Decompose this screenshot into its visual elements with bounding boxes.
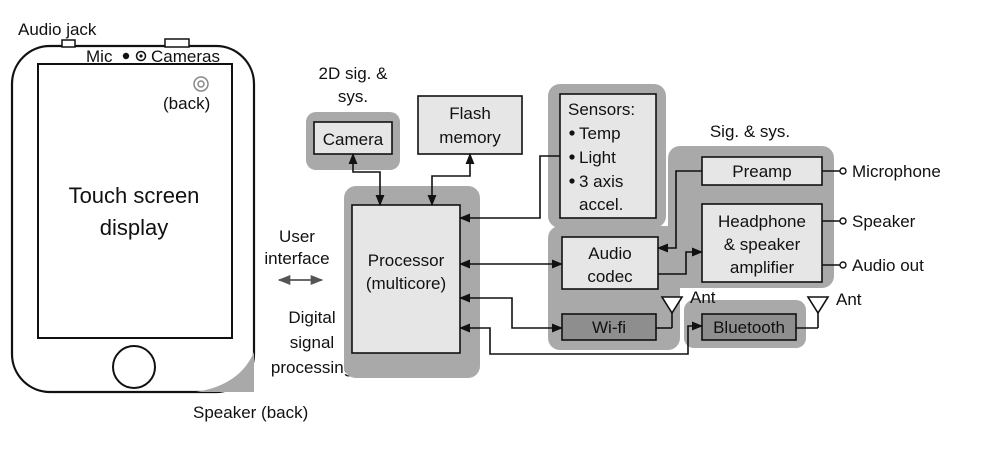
sensor-bullet-axis	[569, 178, 575, 184]
amplifier-block	[701, 203, 823, 283]
speaker-back-shape	[196, 352, 254, 392]
cameras-label: Cameras	[151, 47, 220, 66]
processor-label-2: (multicore)	[366, 274, 446, 293]
audio-codec-label-1: Audio	[588, 244, 631, 263]
amp-label-3: amplifier	[730, 258, 795, 277]
preamp-codec-link	[656, 170, 702, 253]
wifi-antenna-icon	[660, 296, 684, 315]
user-interface-label-1: User	[279, 227, 315, 246]
mic-label: Mic	[86, 47, 113, 66]
bluetooth-label: Bluetooth	[713, 318, 785, 337]
codec-amp-link	[658, 247, 704, 275]
dsp-label-3: processing	[271, 358, 353, 377]
flash-label-1: Flash	[449, 104, 491, 123]
dsp-label-1: Digital	[288, 308, 335, 327]
screen-label-line1: Touch screen	[69, 183, 200, 208]
sig2d-label-1: 2D sig. &	[319, 64, 389, 83]
dsp-label-2: signal	[290, 333, 334, 352]
top-button	[164, 38, 190, 48]
front-camera-icon-inner	[139, 54, 143, 58]
microphone-label: Microphone	[852, 162, 941, 181]
bt-antenna-icon	[806, 296, 830, 315]
speaker-back-label: Speaker (back)	[193, 403, 308, 422]
processor-label-1: Processor	[368, 251, 445, 270]
sensor-axis-2: accel.	[579, 195, 623, 214]
sig-sys-label: Sig. & sys.	[710, 122, 790, 141]
sensor-light: Light	[579, 148, 616, 167]
ant1-label: Ant	[690, 288, 716, 307]
home-button	[112, 345, 156, 389]
sensors-title: Sensors:	[568, 100, 635, 119]
audio-out-label: Audio out	[852, 256, 924, 275]
audio-codec-label-2: codec	[587, 267, 633, 286]
sensor-axis-1: 3 axis	[579, 172, 623, 191]
speaker-label: Speaker	[852, 212, 916, 231]
sig2d-label-2: sys.	[338, 87, 368, 106]
audio-jack-port	[61, 39, 76, 48]
bluetooth-block	[701, 313, 797, 341]
amp-label-2: & speaker	[724, 235, 801, 254]
sensors-processor-link	[458, 155, 560, 223]
camera-block	[313, 121, 393, 155]
audio-codec-block	[561, 236, 659, 290]
front-camera-icon	[135, 50, 147, 62]
phone-illustration: Audio jack Mic Cameras (back) Touch scre…	[10, 20, 308, 422]
back-camera-icon	[193, 76, 209, 92]
ant2-label: Ant	[836, 290, 862, 309]
speaker-terminal	[839, 217, 847, 225]
preamp-label: Preamp	[732, 162, 792, 181]
back-camera-icon-inner	[197, 80, 205, 88]
flash-processor-link	[427, 152, 475, 207]
sensor-bullet-light	[569, 154, 575, 160]
microphone-terminal	[839, 167, 847, 175]
back-camera-label: (back)	[163, 94, 210, 113]
preamp-block	[701, 156, 823, 186]
mic-dot	[122, 52, 130, 60]
camera-block-label: Camera	[323, 130, 384, 149]
screen-label-line2: display	[100, 215, 168, 240]
audio-out-terminal	[839, 261, 847, 269]
wifi-label: Wi-fi	[592, 318, 626, 337]
amp-label-1: Headphone	[718, 212, 806, 231]
processor-bluetooth-link	[458, 321, 704, 355]
flash-label-2: memory	[439, 128, 501, 147]
touch-screen	[37, 63, 233, 339]
audio-jack-label: Audio jack	[18, 20, 97, 39]
user-interface-label-2: interface	[264, 249, 329, 268]
flash-memory-block	[417, 95, 523, 155]
processor-block	[351, 204, 461, 354]
camera-processor-link	[348, 152, 385, 207]
sensor-temp: Temp	[579, 124, 621, 143]
sensor-bullet-temp	[569, 130, 575, 136]
